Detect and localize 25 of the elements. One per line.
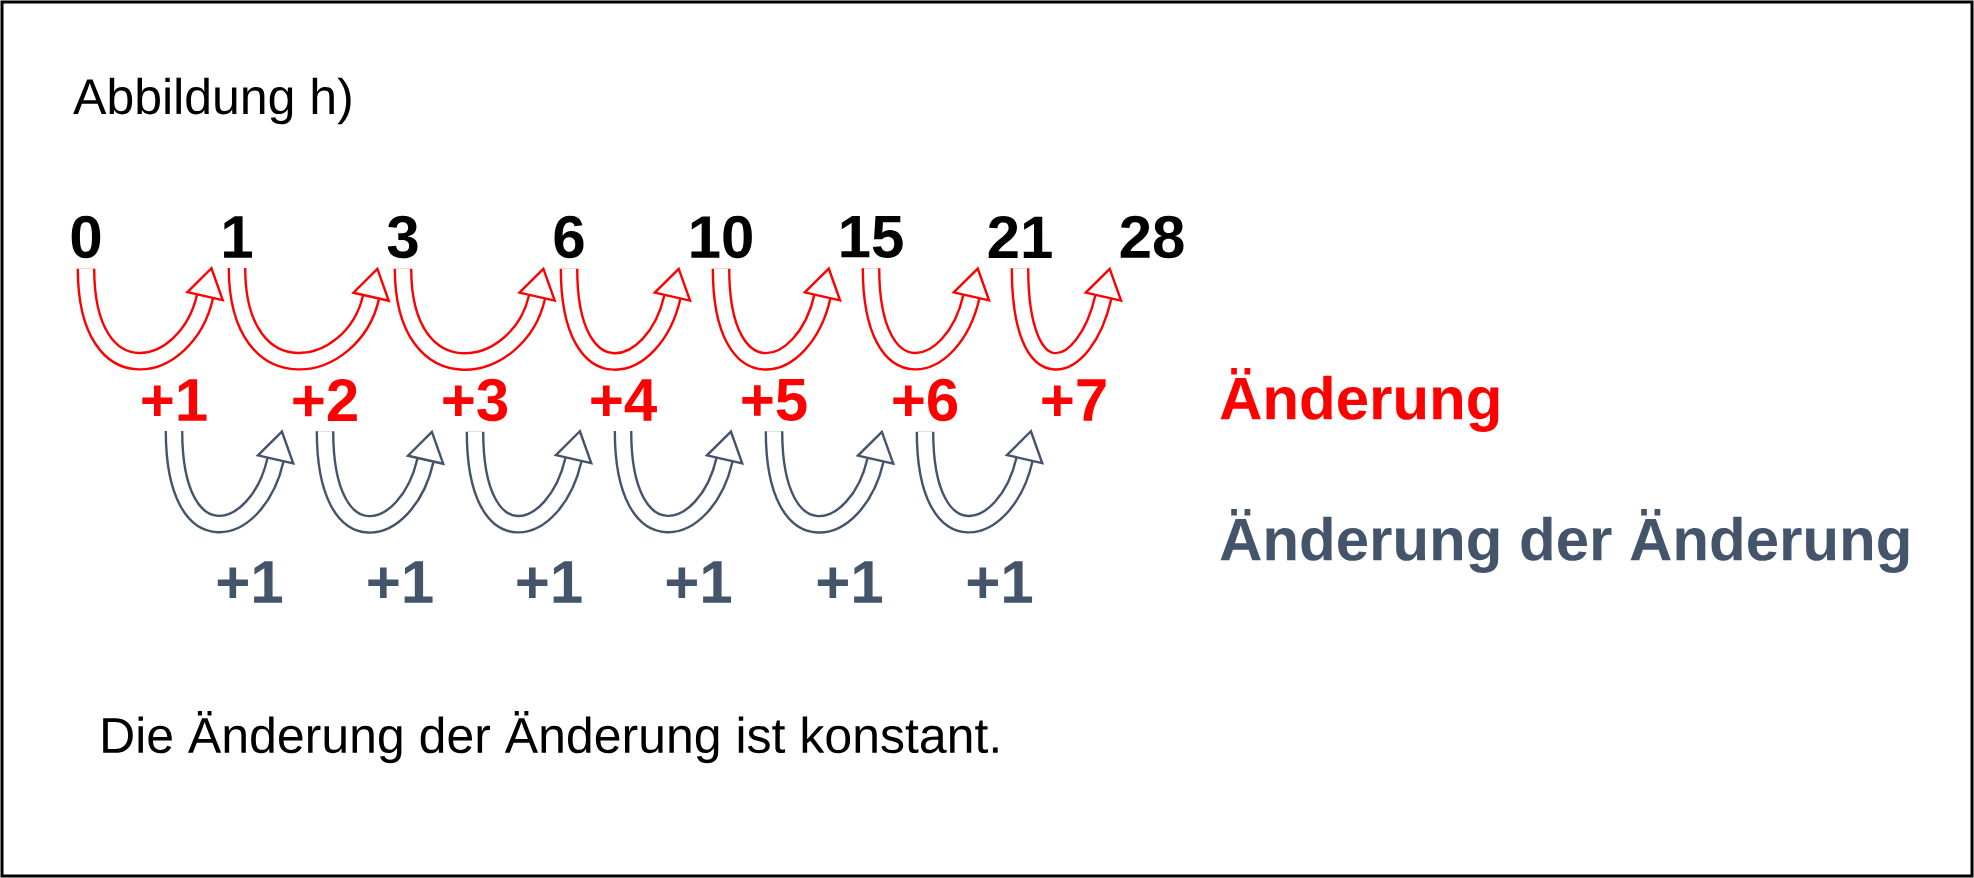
number-label: 21 (988, 216, 1052, 258)
edge-label: +1 (666, 561, 732, 603)
edge-label: +1 (517, 561, 582, 603)
change-label: +6 (893, 378, 958, 422)
edge-label: +1 (217, 561, 283, 603)
edge-label: +1 (817, 561, 883, 603)
change-label: +7 (1042, 379, 1106, 421)
change-label: +5 (742, 379, 807, 421)
edge-label: +1 (967, 561, 1033, 603)
caption: Die Änderung der Änderung ist konstant. (103, 710, 998, 764)
number-label: 28 (1120, 215, 1184, 259)
number-label: 1 (224, 216, 253, 258)
change-label: +2 (293, 379, 357, 421)
number-label: 3 (387, 215, 418, 259)
edge-label: +1 (368, 561, 433, 603)
number-label: 0 (71, 215, 101, 259)
legend-text: Änderung der Änderung (1220, 509, 1909, 573)
figure-title: Abbildung h) (73, 77, 351, 125)
number-label: 6 (554, 215, 584, 259)
change-label: +3 (443, 378, 508, 422)
change-label: +1 (142, 379, 207, 421)
number-label: 10 (691, 215, 752, 259)
legend-text: Änderung (1220, 368, 1499, 432)
number-label: 15 (841, 216, 903, 258)
change-label: +4 (591, 379, 657, 421)
